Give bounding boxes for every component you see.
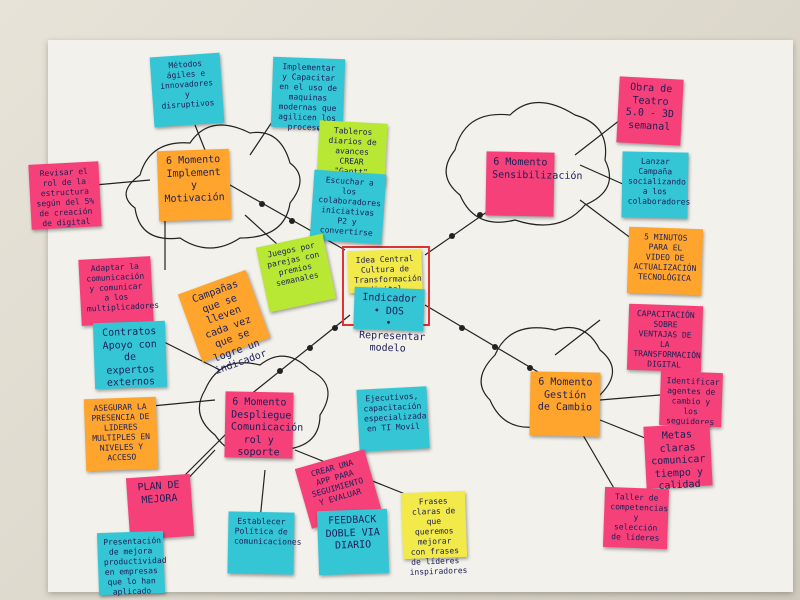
note-momento-gestion: 6 Momento Gestión de Cambio [529,371,601,437]
note-adaptar-comunicacion: Adaptar la comunicación y comunicar a lo… [78,256,159,326]
note-cinco-minutos: 5 MINUTOS PARA EL VIDEO DE ACTUALIZACIÓN… [626,226,704,296]
note-establecer-politica: Establecer Política de comunicaciones [227,511,302,575]
note-juegos-parejas: Juegos por parejas con premios semanales [255,233,337,313]
note-indicador: Indicador • DOS • Representar modelo [353,286,425,355]
note-momento-despliegue: 6 Momento Despliegue Comunicación rol y … [224,391,303,459]
note-ejecutivos-capacitacion: Ejecutivos, capacitación especializada e… [356,386,430,452]
note-capacitacion-ventajas: CAPACITACIÓN SOBRE VENTAJAS DE LA TRANSF… [626,303,704,373]
note-metodos: Métodos ágiles e innovadores y disruptiv… [149,52,225,128]
note-implementar-capacitar: Implementar y Capacitar en el uso de maq… [270,56,346,133]
note-frases-claras: Frases claras de que queremos mejorar co… [400,490,468,577]
note-identificar-agentes: Identificar agentes de cambio y los segu… [659,370,723,428]
note-metas-claras: Metas claras comunicar tiempo y calidad [643,423,713,492]
note-momento-implement: 6 Momento Implement y Motivación [156,148,232,222]
note-lanzar-campania: Lanzar Campaña socializando a los colabo… [621,151,690,219]
note-momento-sensibilizacion: 6 Momento Sensibilización [485,151,583,217]
note-presentacion-mejora: Presentación de mejora productividad en … [96,530,167,597]
note-contratos-apoyo: Contratos Apoyo con de expertos externos [92,320,168,390]
note-obra-teatro: Obra de Teatro 5.0 - 3D semanal [616,76,684,146]
note-feedback-doble-via: FEEDBACK DOBLE VIA DIARIO [316,508,390,576]
note-taller-competencias: Taller de competencias y selección de lí… [602,486,670,550]
note-revisar-rol: Revisar el rol de la estructura según de… [28,161,102,230]
note-asegurar-lideres: ASEGURAR LA PRESENCIA DE LIDERES MULTIPL… [83,396,159,472]
